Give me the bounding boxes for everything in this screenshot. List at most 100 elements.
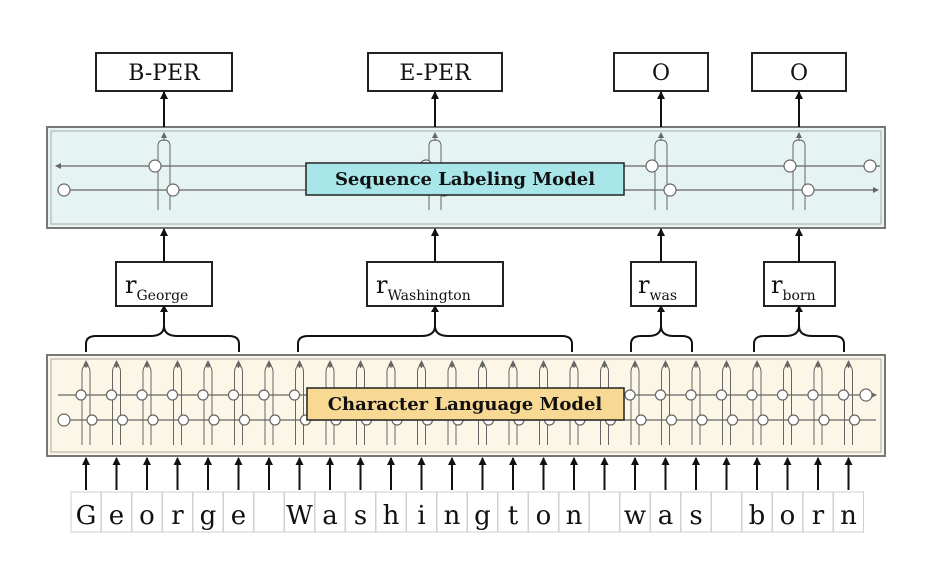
lstm-cell [258, 360, 281, 445]
character-cell: s [345, 491, 376, 533]
character-label: w [624, 501, 646, 531]
character-cell: s [680, 491, 712, 533]
lstm-cell [837, 360, 861, 445]
character-cell: b [741, 491, 773, 533]
character-label: b [749, 501, 766, 531]
output-label: B-PER [128, 61, 201, 86]
character-label: i [417, 501, 425, 531]
start-state-node [57, 413, 71, 427]
word-brace [297, 307, 573, 352]
lstm-cell [227, 360, 251, 445]
character-cell: i [406, 491, 437, 533]
character-model-label-box [306, 387, 625, 421]
output-label: E-PER [399, 61, 472, 86]
lstm-cell [136, 360, 159, 445]
character-label: g [200, 501, 217, 531]
representation-subscript: born [782, 288, 815, 304]
lstm-cell [807, 360, 830, 445]
start-state-node [863, 159, 877, 173]
character-cell: a [650, 491, 681, 533]
character-cell [253, 491, 285, 533]
character-cell: a [314, 491, 346, 533]
representation-subscript: was [649, 288, 677, 304]
character-label: r [171, 501, 184, 531]
character-label: h [383, 501, 400, 531]
character-label: o [139, 501, 155, 531]
output-label: O [652, 61, 670, 86]
svg-text:rwas: rwas [638, 271, 677, 304]
character-label: n [444, 501, 461, 531]
character-cell: r [162, 491, 193, 533]
word-brace [85, 307, 240, 352]
output-label: O [790, 61, 808, 86]
character-cell: o [528, 491, 559, 533]
character-label: r [812, 501, 825, 531]
lstm-cell [166, 360, 190, 445]
lstm-cell [776, 360, 800, 445]
character-label: s [689, 501, 702, 531]
representation-symbol: r [376, 271, 388, 299]
character-label: G [76, 501, 97, 531]
character-model-label: Character Language Model [328, 394, 603, 415]
lstm-cell [654, 360, 678, 445]
character-cell: g [192, 491, 224, 533]
lstm-cell [197, 360, 220, 445]
lstm-cell [624, 360, 647, 445]
start-state-node [859, 388, 873, 402]
representation-symbol: r [771, 271, 783, 299]
character-cell [589, 491, 620, 533]
sequence-model-label: Sequence Labeling Model [335, 169, 595, 190]
lstm-cell [105, 360, 129, 445]
character-cell: o [131, 491, 163, 533]
character-cell: w [619, 491, 651, 533]
word-representation-box: rwas [630, 261, 697, 307]
character-cell: W [284, 491, 315, 533]
svg-text:rGeorge: rGeorge [125, 271, 188, 304]
character-cell: n [833, 491, 864, 533]
word-representation-box: rborn [763, 261, 836, 307]
character-label: W [286, 501, 313, 531]
character-cell: r [802, 491, 834, 533]
output-label-box: O [613, 52, 709, 92]
word-representation-box: rGeorge [115, 261, 213, 307]
character-label: a [658, 501, 674, 531]
character-label: n [566, 501, 583, 531]
character-label: a [322, 501, 338, 531]
character-cell: g [467, 491, 498, 533]
lstm-cell [746, 360, 769, 445]
character-cell: n [436, 491, 468, 533]
character-cell: G [70, 491, 102, 533]
word-brace [630, 307, 693, 352]
representation-symbol: r [125, 271, 137, 299]
character-cell: e [101, 491, 132, 533]
representation-symbol: r [638, 271, 650, 299]
character-label: e [231, 501, 246, 531]
svg-text:rWashington: rWashington [376, 271, 471, 304]
character-cell: e [223, 491, 254, 533]
character-cell: n [558, 491, 590, 533]
svg-text:rborn: rborn [771, 271, 816, 304]
word-representation-box: rWashington [366, 261, 504, 307]
character-label: n [840, 501, 857, 531]
character-label: t [508, 501, 519, 531]
lstm-cell [148, 132, 180, 210]
lstm-cell [715, 360, 739, 445]
character-label: g [474, 501, 491, 531]
character-label: e [109, 501, 124, 531]
sequence-model-label-box [305, 162, 625, 196]
character-cell: h [375, 491, 407, 533]
representation-subscript: Washington [387, 288, 470, 304]
word-brace [753, 307, 845, 352]
lstm-cell [685, 360, 708, 445]
output-label-box: B-PER [95, 52, 233, 92]
lstm-cell [783, 132, 815, 210]
character-label: o [780, 501, 796, 531]
start-state-node [57, 183, 71, 197]
output-label-box: E-PER [367, 52, 503, 92]
lstm-cell [75, 360, 98, 445]
representation-subscript: George [136, 288, 188, 304]
character-cell [711, 491, 742, 533]
character-label: s [354, 501, 367, 531]
